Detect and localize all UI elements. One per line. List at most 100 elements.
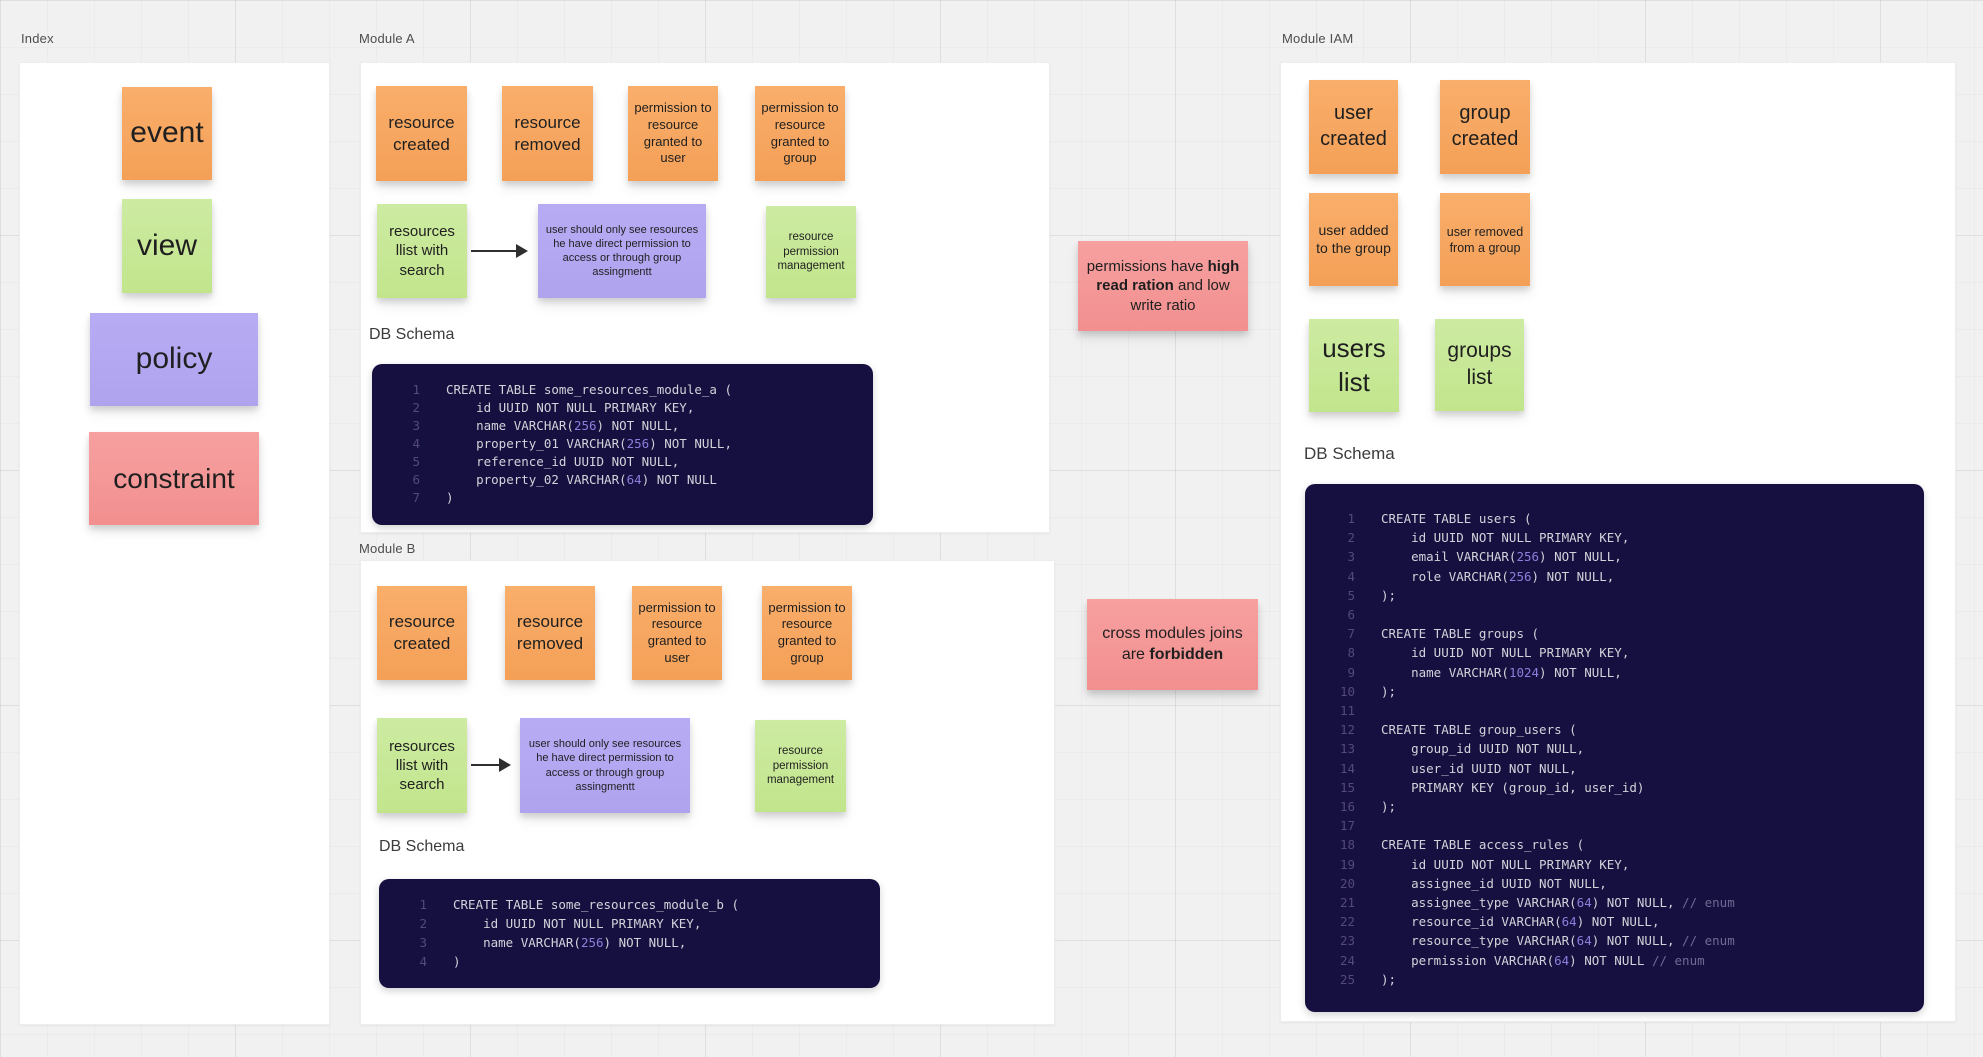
code-line-text: assignee_id UUID NOT NULL, xyxy=(1381,875,1607,891)
code-line-text: name VARCHAR(256) NOT NULL, xyxy=(446,418,680,433)
code-line-number: 3 xyxy=(1347,549,1355,565)
code-line-text: id UUID NOT NULL PRIMARY KEY, xyxy=(1381,645,1630,661)
sticky-constraint[interactable]: constraint xyxy=(89,432,259,525)
code-line-text: group_id UUID NOT NULL, xyxy=(1381,741,1585,757)
frame-title-index[interactable]: Index xyxy=(21,31,54,46)
sticky-iam-user-added[interactable]: user added to the group xyxy=(1309,193,1398,286)
sticky-b-permission-group[interactable]: permission to resource granted to group xyxy=(762,586,852,680)
sticky-a-resource-created[interactable]: resource created xyxy=(376,86,467,181)
sticky-b-permission-management[interactable]: resource permission management xyxy=(755,720,846,812)
sticky-a-permission-group[interactable]: permission to resource granted to group xyxy=(755,86,845,181)
code-line-number: 6 xyxy=(412,472,420,487)
sticky-view[interactable]: view xyxy=(122,199,212,293)
code-line: 21 assignee_type VARCHAR(64) NOT NULL, /… xyxy=(1323,893,1906,912)
code-line: 4 property_01 VARCHAR(256) NOT NULL, xyxy=(388,435,857,453)
code-line: 4 role VARCHAR(256) NOT NULL, xyxy=(1323,567,1906,586)
code-line-text: email VARCHAR(256) NOT NULL, xyxy=(1381,549,1622,565)
code-line-text: id UUID NOT NULL PRIMARY KEY, xyxy=(1381,856,1630,872)
sticky-a-permission-management[interactable]: resource permission management xyxy=(766,206,856,298)
code-line-number: 6 xyxy=(1347,607,1355,623)
sticky-cross-joins-note[interactable]: cross modules joins are forbidden xyxy=(1087,599,1258,690)
code-line: 11 xyxy=(1323,701,1906,720)
code-line-text: ); xyxy=(1381,683,1397,699)
code-line-number: 17 xyxy=(1339,818,1355,834)
code-line-number: 1 xyxy=(419,897,427,912)
code-line: 3 email VARCHAR(256) NOT NULL, xyxy=(1323,547,1906,566)
heading-db-schema-iam[interactable]: DB Schema xyxy=(1304,444,1395,463)
code-line-text: resource_id VARCHAR(64) NOT NULL, xyxy=(1381,914,1660,930)
sticky-policy[interactable]: policy xyxy=(90,313,258,406)
code-line: 2 id UUID NOT NULL PRIMARY KEY, xyxy=(395,914,864,933)
sticky-b-resource-removed[interactable]: resource removed xyxy=(505,586,595,680)
sticky-read-ratio-note[interactable]: permissions have high read ration and lo… xyxy=(1078,241,1248,331)
sticky-b-policy-note[interactable]: user should only see resources he have d… xyxy=(520,718,690,813)
code-line-number: 3 xyxy=(419,935,427,950)
heading-db-schema-b[interactable]: DB Schema xyxy=(379,838,465,855)
code-line-text: CREATE TABLE users ( xyxy=(1381,511,1532,526)
sticky-b-resource-created[interactable]: resource created xyxy=(377,586,467,680)
connector-arrow-a[interactable] xyxy=(471,244,528,258)
sticky-a-permission-user[interactable]: permission to resource granted to user xyxy=(628,86,718,181)
code-line: 3 name VARCHAR(256) NOT NULL, xyxy=(395,933,864,952)
code-line: 2 id UUID NOT NULL PRIMARY KEY, xyxy=(1323,528,1906,547)
sticky-iam-groups-list[interactable]: groups list xyxy=(1435,319,1524,411)
sticky-iam-users-list[interactable]: users list xyxy=(1309,319,1399,412)
code-line-text xyxy=(1355,605,1381,624)
cross-joins-text: cross modules joins are forbidden xyxy=(1102,625,1243,663)
code-line-number: 4 xyxy=(1347,568,1355,584)
sticky-b-resources-list[interactable]: resources llist with search xyxy=(377,718,467,813)
code-line-number: 10 xyxy=(1339,683,1355,699)
frame-title-module-b[interactable]: Module B xyxy=(359,541,416,556)
sticky-a-resource-removed[interactable]: resource removed xyxy=(502,86,593,181)
code-line: 24 permission VARCHAR(64) NOT NULL // en… xyxy=(1323,951,1906,970)
code-line-text: ) xyxy=(453,954,461,969)
heading-db-schema-a[interactable]: DB Schema xyxy=(369,326,455,343)
frame-title-module-a[interactable]: Module A xyxy=(359,31,415,46)
frame-title-module-iam[interactable]: Module IAM xyxy=(1282,31,1354,46)
code-line-text: CREATE TABLE some_resources_module_b ( xyxy=(453,897,739,912)
code-block-module-b[interactable]: 1 CREATE TABLE some_resources_module_b ( 2… xyxy=(379,879,880,988)
code-line-number: 16 xyxy=(1339,799,1355,815)
code-line-number: 9 xyxy=(1347,664,1355,680)
code-line-text: CREATE TABLE some_resources_module_a ( xyxy=(446,382,732,397)
code-line: 23 resource_type VARCHAR(64) NOT NULL, /… xyxy=(1323,931,1906,950)
sticky-iam-user-removed[interactable]: user removed from a group xyxy=(1440,193,1530,286)
sticky-a-resources-list[interactable]: resources llist with search xyxy=(377,204,467,298)
code-line-number: 8 xyxy=(1347,645,1355,661)
code-line-number: 22 xyxy=(1339,914,1355,930)
code-line-text: resource_type VARCHAR(64) NOT NULL, // e… xyxy=(1381,933,1735,949)
code-line-text: user_id UUID NOT NULL, xyxy=(1381,760,1577,776)
code-line-number: 13 xyxy=(1339,741,1355,757)
code-line: 19 id UUID NOT NULL PRIMARY KEY, xyxy=(1323,855,1906,874)
code-line: 3 name VARCHAR(256) NOT NULL, xyxy=(388,417,857,435)
code-line-text: CREATE TABLE groups ( xyxy=(1381,626,1540,642)
code-line-number: 2 xyxy=(1347,530,1355,546)
code-line-number: 21 xyxy=(1339,895,1355,911)
code-line-number: 20 xyxy=(1339,875,1355,891)
connector-arrow-b[interactable] xyxy=(471,758,511,772)
code-line-text: name VARCHAR(1024) NOT NULL, xyxy=(1381,664,1622,680)
code-line-number: 7 xyxy=(412,490,420,505)
code-line: 2 id UUID NOT NULL PRIMARY KEY, xyxy=(388,399,857,417)
code-line-number: 2 xyxy=(419,916,427,931)
code-line-text xyxy=(1355,701,1381,720)
sticky-iam-user-created[interactable]: user created xyxy=(1309,80,1398,174)
sticky-b-permission-user[interactable]: permission to resource granted to user xyxy=(632,586,722,680)
code-line-number: 4 xyxy=(419,954,427,969)
sticky-event[interactable]: event xyxy=(122,87,212,180)
code-line-number: 4 xyxy=(412,436,420,451)
code-line-number: 7 xyxy=(1347,626,1355,642)
code-line: 15 PRIMARY KEY (group_id, user_id) xyxy=(1323,778,1906,797)
sticky-iam-group-created[interactable]: group created xyxy=(1440,80,1530,174)
code-line: 22 resource_id VARCHAR(64) NOT NULL, xyxy=(1323,912,1906,931)
code-line-number: 12 xyxy=(1339,722,1355,738)
code-line-text: property_02 VARCHAR(64) NOT NULL xyxy=(446,472,717,487)
code-line: 20 assignee_id UUID NOT NULL, xyxy=(1323,874,1906,893)
code-line-text: ); xyxy=(1381,799,1397,815)
sticky-a-policy-note[interactable]: user should only see resources he have d… xyxy=(538,204,706,298)
